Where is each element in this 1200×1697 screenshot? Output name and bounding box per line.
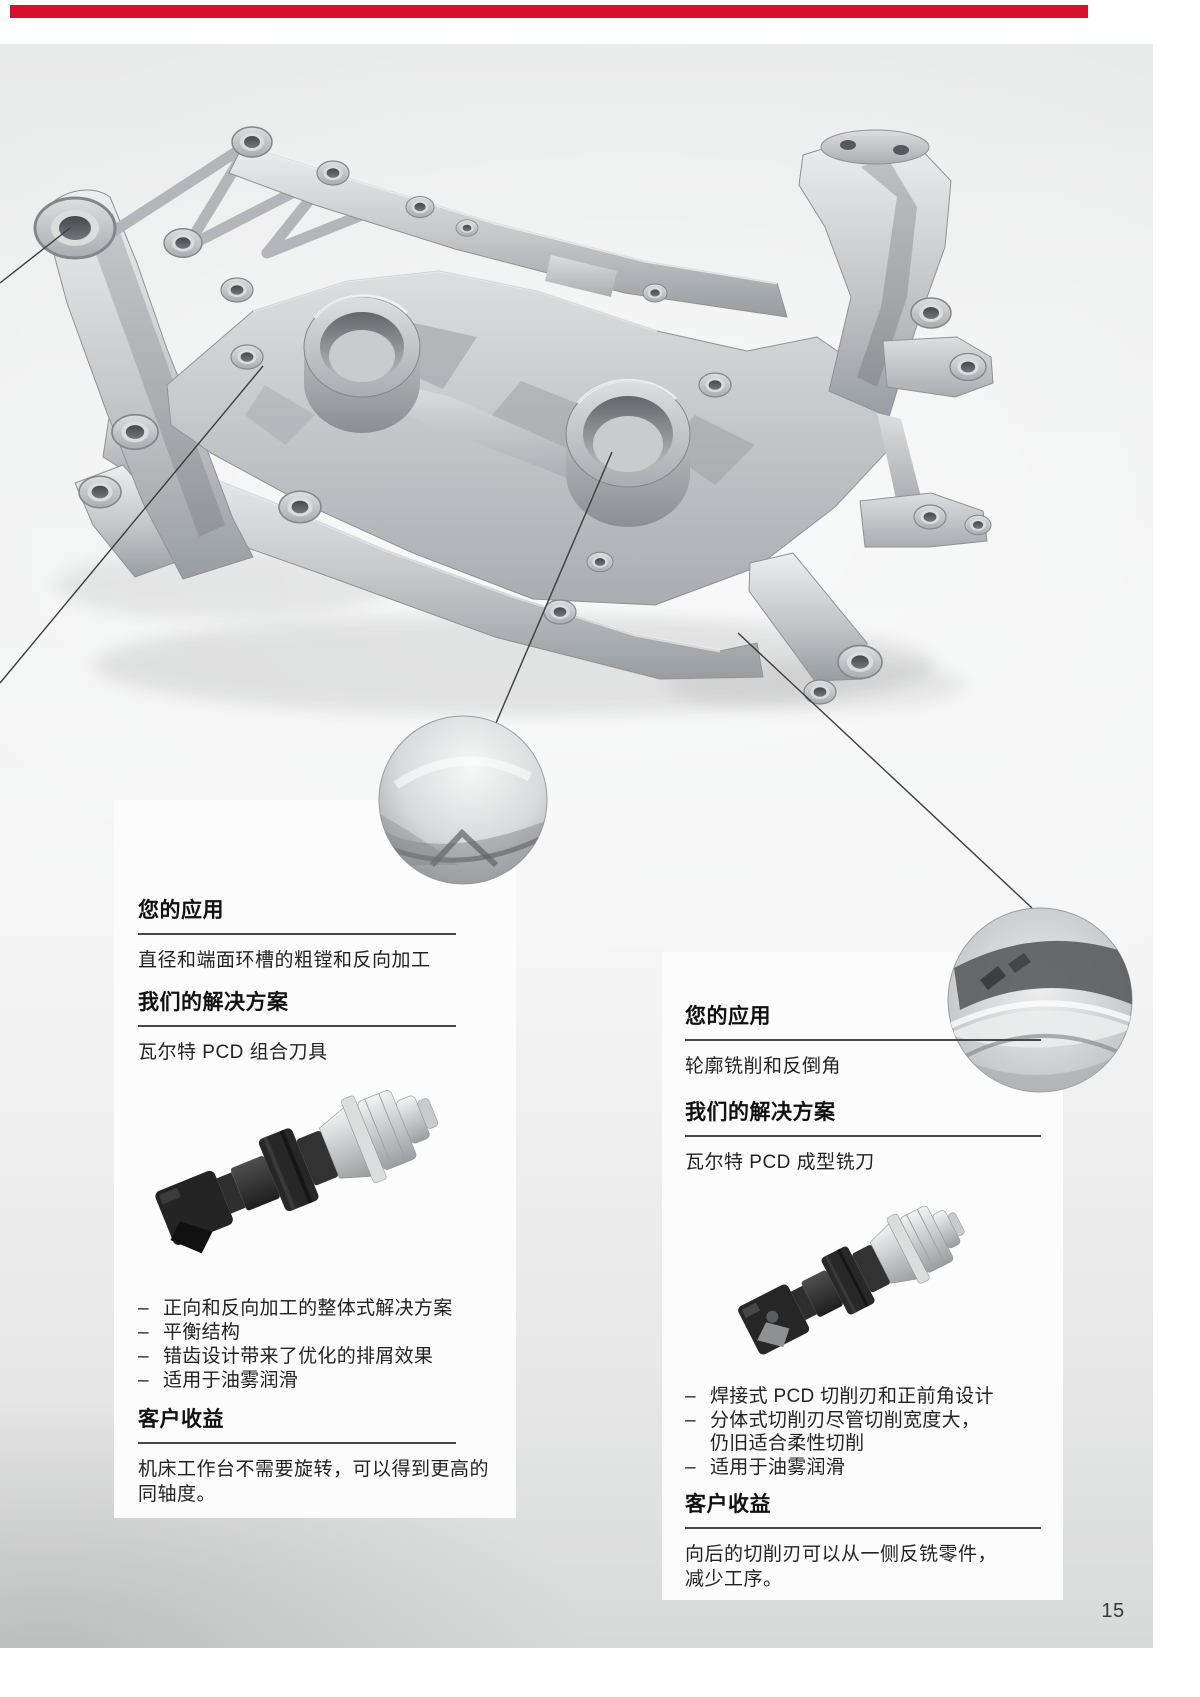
application-body: 直径和端面环槽的粗镗和反向加工 xyxy=(138,950,431,971)
bullet-text: 焊接式 PCD 切削刃和正前角设计 xyxy=(710,1386,994,1407)
bullet-item: –平衡结构 xyxy=(138,1321,483,1344)
benefit-body: 机床工作台不需要旋转，可以得到更高的 同轴度。 xyxy=(138,1459,490,1505)
bullet-dash: – xyxy=(685,1410,696,1431)
application-heading: 您的应用 xyxy=(138,899,224,922)
right-application-section: 您的应用 轮廓铣削和反倒角 xyxy=(685,1004,1057,1079)
bullet-dash: – xyxy=(138,1322,149,1343)
pcd-combination-tool-photo xyxy=(155,1090,439,1254)
solution-heading: 我们的解决方案 xyxy=(138,991,289,1014)
bullet-dash: – xyxy=(138,1370,149,1391)
right-solution-section: 我们的解决方案 瓦尔特 PCD 成型铣刀 xyxy=(685,1100,1057,1175)
right-benefit-section: 客户收益 向后的切削刃可以从一侧反铣零件， 减少工序。 xyxy=(685,1492,1057,1592)
heading-rule xyxy=(138,1442,456,1444)
bullet-item: –适用于油雾润滑 xyxy=(685,1456,1030,1479)
bullet-dash: – xyxy=(685,1386,696,1407)
subframe-photo xyxy=(33,126,994,715)
benefit-heading: 客户收益 xyxy=(685,1493,771,1516)
application-body: 轮廓铣削和反倒角 xyxy=(685,1056,842,1077)
solution-body: 瓦尔特 PCD 组合刀具 xyxy=(138,1042,328,1063)
bullet-dash: – xyxy=(685,1457,696,1478)
heading-rule xyxy=(685,1039,1041,1041)
bullet-text: 分体式切削刃尽管切削宽度大， 仍旧适合柔性切削 xyxy=(710,1410,981,1454)
left-feature-list: –正向和反向加工的整体式解决方案–平衡结构–错齿设计带来了优化的排屑效果–适用于… xyxy=(138,1297,483,1393)
bullet-text: 适用于油雾润滑 xyxy=(710,1457,846,1478)
bullet-item: –正向和反向加工的整体式解决方案 xyxy=(138,1297,483,1320)
benefit-body: 向后的切削刃可以从一侧反铣零件， 减少工序。 xyxy=(685,1544,998,1590)
left-solution-section: 我们的解决方案 瓦尔特 PCD 组合刀具 xyxy=(138,990,498,1065)
solution-body: 瓦尔特 PCD 成型铣刀 xyxy=(685,1152,875,1173)
bullet-item: –焊接式 PCD 切削刃和正前角设计 xyxy=(685,1385,1030,1408)
detail-circle-left xyxy=(378,715,548,885)
pcd-form-milling-cutter-photo xyxy=(738,1205,965,1355)
bullet-text: 正向和反向加工的整体式解决方案 xyxy=(163,1298,453,1319)
application-heading: 您的应用 xyxy=(685,1005,771,1028)
right-feature-list: –焊接式 PCD 切削刃和正前角设计–分体式切削刃尽管切削宽度大， 仍旧适合柔性… xyxy=(685,1385,1030,1480)
heading-rule xyxy=(138,1025,456,1027)
left-benefit-section: 客户收益 机床工作台不需要旋转，可以得到更高的 同轴度。 xyxy=(138,1407,498,1507)
heading-rule xyxy=(685,1527,1041,1529)
left-application-section: 您的应用 直径和端面环槽的粗镗和反向加工 xyxy=(138,898,498,973)
bullet-item: –错齿设计带来了优化的排屑效果 xyxy=(138,1345,483,1368)
page-number: 15 xyxy=(1101,1600,1125,1622)
bullet-item: –分体式切削刃尽管切削宽度大， 仍旧适合柔性切削 xyxy=(685,1409,1030,1455)
solution-heading: 我们的解决方案 xyxy=(685,1101,836,1124)
detail-circle-right xyxy=(947,907,1133,1093)
bullet-text: 适用于油雾润滑 xyxy=(163,1370,299,1391)
bullet-item: –适用于油雾润滑 xyxy=(138,1369,483,1392)
bullet-text: 平衡结构 xyxy=(163,1322,241,1343)
heading-rule xyxy=(138,933,456,935)
heading-rule xyxy=(685,1135,1041,1137)
bullet-dash: – xyxy=(138,1346,149,1367)
bullet-text: 错齿设计带来了优化的排屑效果 xyxy=(163,1346,434,1367)
top-accent-bar xyxy=(10,5,1088,18)
bullet-dash: – xyxy=(138,1298,149,1319)
benefit-heading: 客户收益 xyxy=(138,1408,224,1431)
